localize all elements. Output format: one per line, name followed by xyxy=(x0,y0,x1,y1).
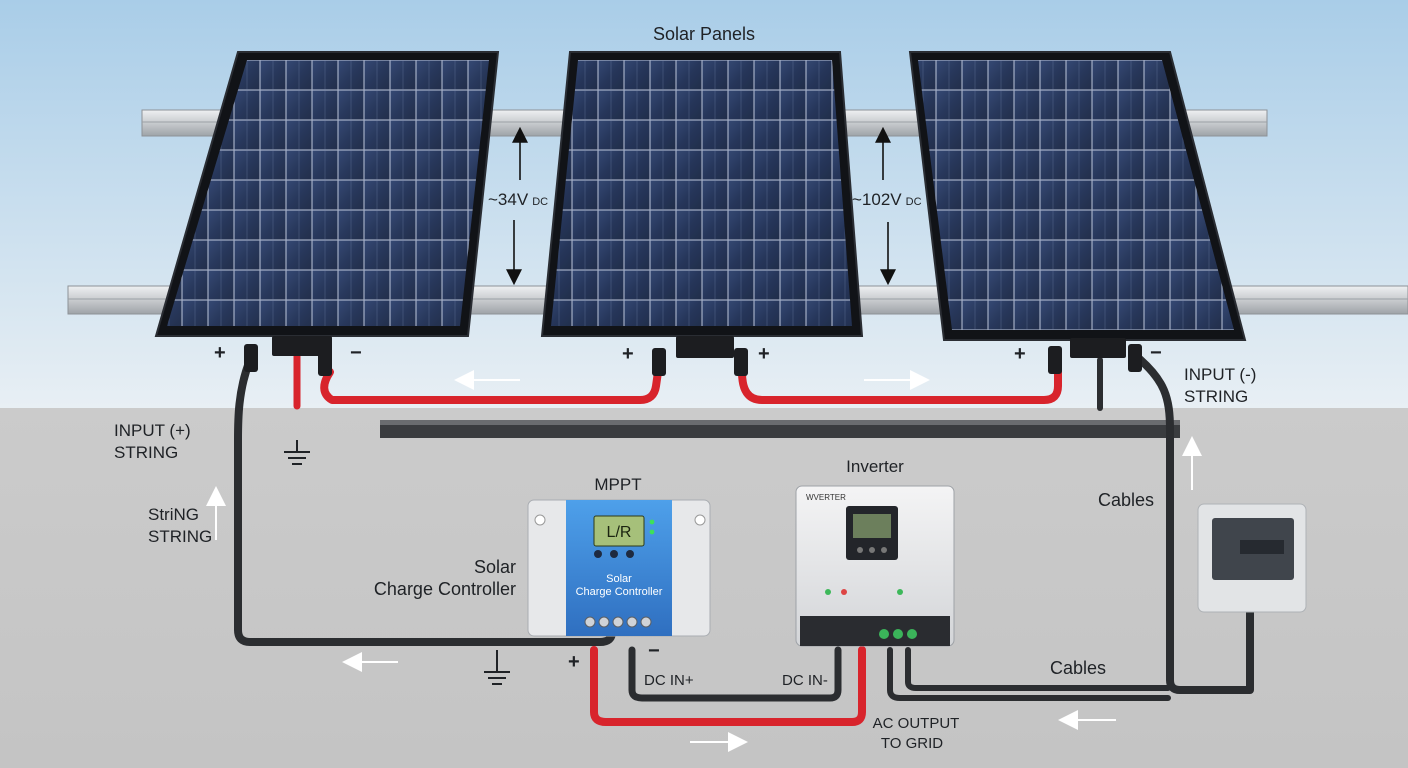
controller-lcd: L/R xyxy=(607,524,632,541)
mc4-connector-icon xyxy=(244,344,1142,376)
polarity-markers: + − + + + − + − xyxy=(214,342,1162,673)
inverter-brand: WVERTER xyxy=(806,493,846,502)
charge-controller-device: L/R Solar Charge Controller xyxy=(527,499,711,637)
string-label-line1: StriNG xyxy=(148,505,199,524)
minus-marker: − xyxy=(1150,342,1162,364)
controller-face-label-2: Charge Controller xyxy=(576,586,663,598)
flow-arrows xyxy=(206,370,1202,752)
junction-box-icon xyxy=(272,336,1126,358)
controller-face-label-1: Solar xyxy=(606,573,632,585)
cables-label-2: Cables xyxy=(1050,658,1106,678)
input-positive-label-line1: INPUT (+) xyxy=(114,421,191,440)
inverter-label: Inverter xyxy=(846,457,904,476)
ac-output-label-line1: AC OUTPUT xyxy=(873,715,960,732)
solar-panel-3 xyxy=(908,51,1247,341)
dc-in-negative-label: DC IN- xyxy=(782,672,828,689)
red-cables xyxy=(293,346,1062,726)
charge-controller-label: Charge Controller xyxy=(374,579,516,599)
input-positive-label-line2: STRING xyxy=(114,443,178,462)
minus-marker: − xyxy=(648,640,660,662)
plus-marker: + xyxy=(622,343,634,365)
plus-marker: + xyxy=(214,342,226,364)
input-negative-label-line1: INPUT (-) xyxy=(1184,365,1256,384)
solar-label: Solar xyxy=(474,557,516,577)
cables-label-1: Cables xyxy=(1098,490,1154,510)
input-negative-label-line2: STRING xyxy=(1184,387,1248,406)
inverter-device: WVERTER xyxy=(795,485,955,647)
black-cables xyxy=(234,352,1254,702)
breaker-panel-device xyxy=(1197,503,1307,613)
diagram-title: Solar Panels xyxy=(653,24,755,44)
plus-marker: + xyxy=(1014,343,1026,365)
plus-marker: + xyxy=(568,651,580,673)
voltage-measure-arrows xyxy=(506,126,896,286)
dc-in-positive-label: DC IN+ xyxy=(644,672,694,689)
conduit-rail xyxy=(380,420,1180,438)
plus-marker: + xyxy=(758,343,770,365)
minus-marker: − xyxy=(350,342,362,364)
ground-symbol-icon xyxy=(284,440,510,685)
solar-panel-2 xyxy=(540,51,864,337)
mppt-label: MPPT xyxy=(594,475,641,494)
solar-panel-1 xyxy=(154,51,500,337)
ac-output-label-line2: TO GRID xyxy=(881,735,943,752)
string-label-line2: STRING xyxy=(148,527,212,546)
